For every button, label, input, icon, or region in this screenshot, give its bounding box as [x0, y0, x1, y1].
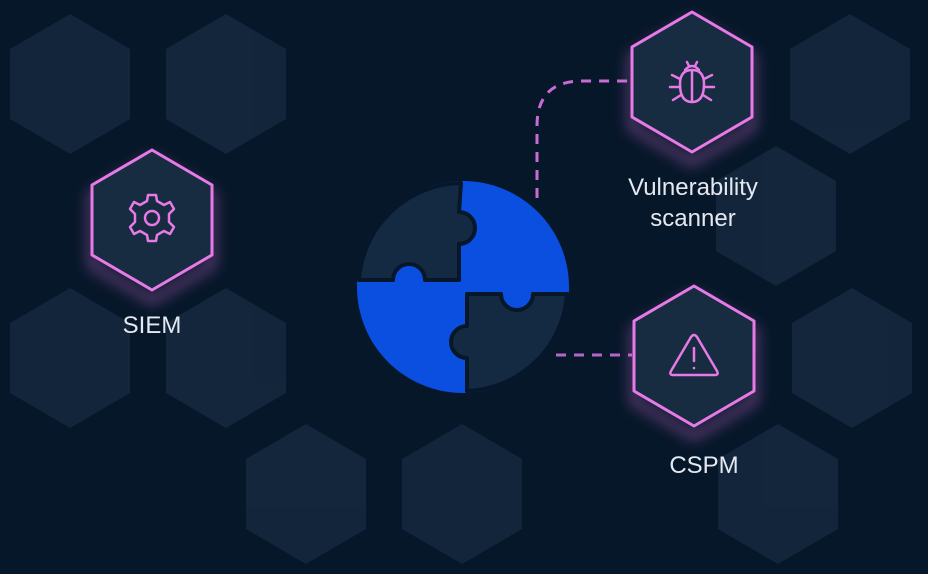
connector-vulnerability: [535, 79, 630, 198]
bug-icon: [668, 60, 716, 104]
node-label-line: scanner: [650, 205, 736, 232]
bg-hexagon: [246, 424, 366, 564]
connectors: [218, 79, 632, 357]
hexagon-frame: [90, 148, 214, 292]
node-label-vulnerability: Vulnerability scanner: [600, 172, 786, 234]
bg-hexagon: [10, 288, 130, 428]
gear-icon: [128, 193, 176, 243]
bg-hexagon: [716, 146, 836, 286]
bg-hexagon: [718, 424, 838, 564]
node-siem: [89, 148, 215, 304]
bg-hexagon: [792, 288, 912, 428]
puzzle-piece-top-left: [357, 181, 477, 282]
puzzle-piece-bottom-right: [449, 292, 569, 393]
node-vulnerability: [629, 10, 755, 166]
bg-hexagon: [790, 14, 910, 154]
node-cspm: [631, 284, 757, 440]
warning-triangle-icon: [669, 333, 719, 377]
bg-hexagon: [166, 288, 286, 428]
node-label-cspm: CSPM: [669, 452, 739, 479]
bg-hexagon: [402, 424, 522, 564]
bg-hexagon: [166, 14, 286, 154]
node-label-line: Vulnerability: [628, 174, 758, 201]
node-label-siem: SIEM: [122, 312, 182, 339]
background-hexagons: [10, 14, 912, 564]
puzzle-icon: [357, 181, 569, 393]
bg-hexagon: [10, 14, 130, 154]
